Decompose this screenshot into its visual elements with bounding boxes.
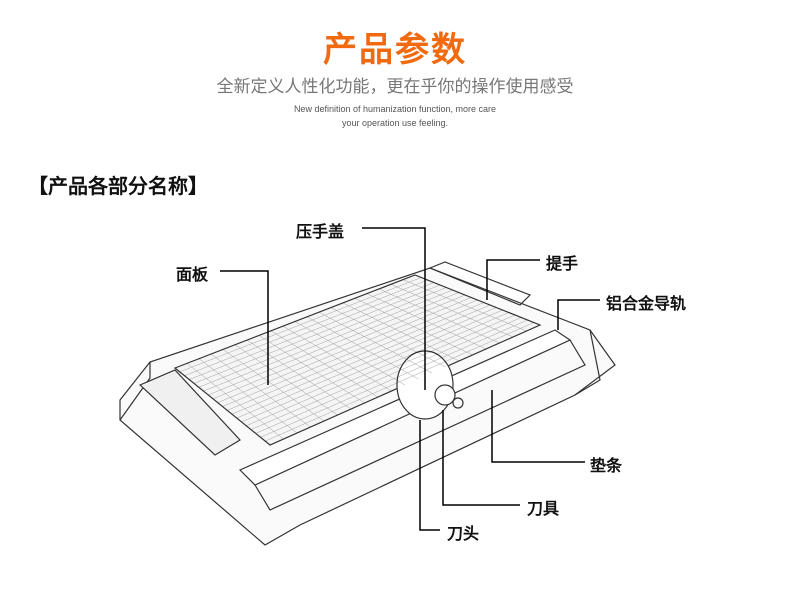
subtitle: 全新定义人性化功能，更在乎你的操作使用感受 — [216, 77, 574, 97]
label-blade-head: 刀头 — [447, 524, 480, 543]
label-aluminum-rail: 铝合金导轨 — [606, 294, 687, 313]
leader-lines — [220, 227, 600, 531]
label-press-cover: 压手盖 — [296, 222, 345, 241]
label-panel: 面板 — [176, 265, 209, 284]
panel-grid — [179, 277, 534, 442]
english-subtitle-2: your operation use feeling. — [341, 118, 449, 128]
label-cutter: 刀具 — [527, 499, 560, 518]
label-pad-strip: 垫条 — [590, 456, 623, 475]
section-title: 【产品各部分名称】 — [28, 174, 208, 198]
label-handle: 提手 — [546, 254, 579, 273]
page-title: 产品参数 — [323, 30, 467, 70]
english-subtitle-1: New definition of humanization function,… — [293, 104, 497, 114]
